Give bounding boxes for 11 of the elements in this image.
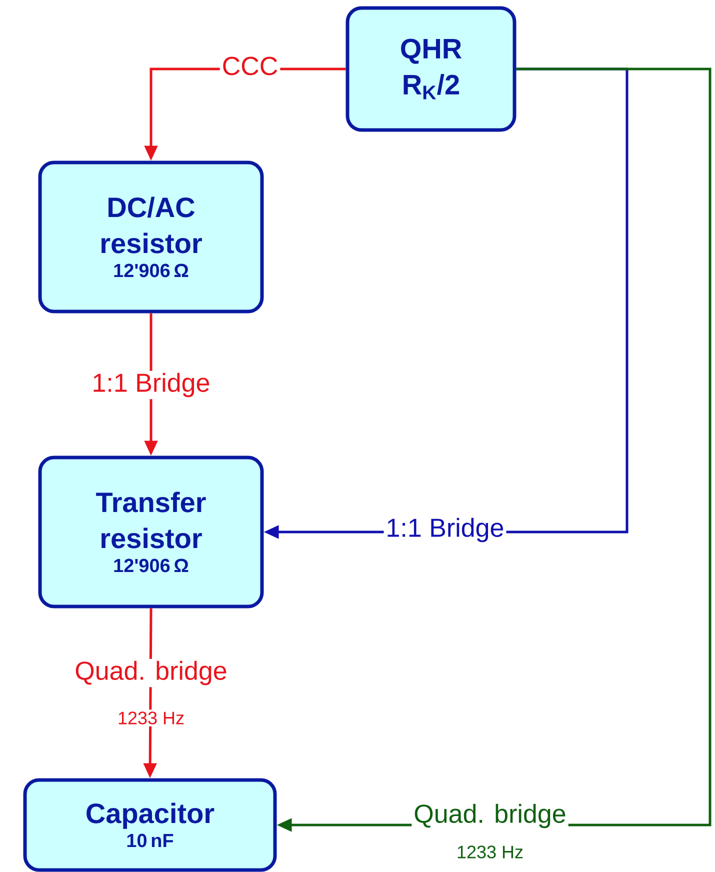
process-box: Transfer resistor 12'906 Ω (38, 456, 264, 608)
process-box: DC/AC resistor 12'906 Ω (38, 160, 264, 314)
edge-label: Quad. bridge (412, 802, 568, 830)
edge-label: Quad. bridge (72, 658, 230, 688)
process-box: QHR R$_{K}$/2 (346, 6, 516, 132)
frequency-label: 1233 Hz (454, 844, 526, 860)
frequency-label: 1233 Hz (115, 710, 187, 726)
edge-label: 1:1 Bridge (90, 370, 212, 400)
edge-label: 1:1 Bridge (384, 516, 506, 544)
process-box: Capacitor 10 nF (23, 778, 277, 872)
edge-label: CCC (220, 54, 280, 78)
